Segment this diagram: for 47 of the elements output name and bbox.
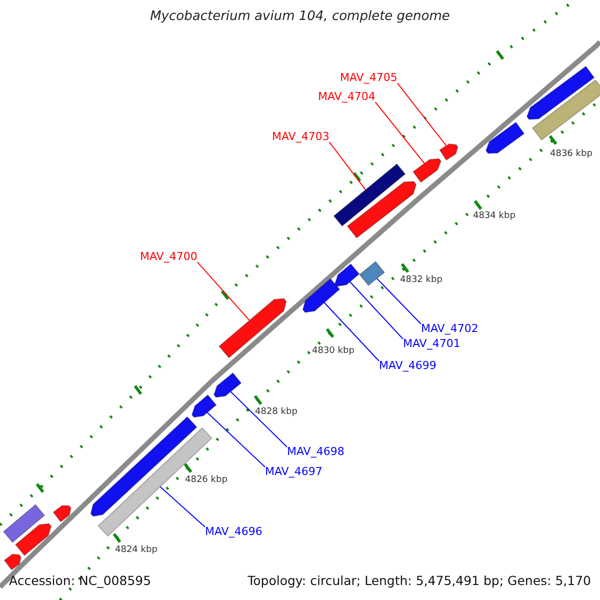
leader-line <box>206 412 266 468</box>
footer-text: Accession: NC_008595 <box>9 574 152 588</box>
scale-label: 4826 kbp <box>185 476 228 486</box>
gene-block <box>14 523 52 556</box>
leader-line <box>196 262 250 321</box>
gene-label: MAV_4701 <box>403 338 460 350</box>
gene-block <box>346 181 417 239</box>
leader-line <box>160 486 206 528</box>
leader-line <box>230 391 288 448</box>
gene-label: MAV_4697 <box>265 466 322 478</box>
title: Mycobacterium avium 104, complete genome <box>150 9 450 24</box>
gene-block <box>213 372 242 398</box>
gene-label: MAV_4702 <box>421 323 478 336</box>
leader-line <box>349 281 404 340</box>
scale-label: 4830 kbp <box>312 347 354 357</box>
scale-label: 4834 kbp <box>473 212 516 222</box>
feature-bar <box>2 504 46 544</box>
gene-block <box>334 263 360 287</box>
leader-line <box>376 278 422 324</box>
scale-label: 4832 kbp <box>400 276 442 286</box>
leader-line <box>396 82 447 146</box>
gene-label: MAV_4704 <box>318 91 376 104</box>
scale-label: 4828 kbp <box>255 408 298 418</box>
gene-block <box>439 143 458 161</box>
gene-label: MAV_4700 <box>140 251 198 264</box>
footer-text: Topology: circular; Length: 5,475,491 bp; Genes: 5,170 <box>248 574 591 588</box>
gene-block <box>191 394 217 418</box>
gene-label: MAV_4705 <box>340 72 398 84</box>
gene-block <box>485 122 525 154</box>
gene-label: MAV_4698 <box>287 446 344 458</box>
scale-label: 4836 kbp <box>550 150 592 160</box>
gene-label: MAV_4699 <box>379 360 436 372</box>
gene-block <box>526 66 595 120</box>
gene-block <box>302 278 340 313</box>
feature-bar <box>532 79 600 141</box>
gene-block <box>4 554 22 570</box>
leader-line <box>324 302 380 362</box>
leader-line <box>374 102 425 164</box>
leader-line <box>328 142 366 190</box>
scale-label: 4824 kbp <box>115 546 158 556</box>
gene-block <box>52 505 72 522</box>
feature-bar <box>358 260 386 286</box>
gene-block <box>412 158 442 183</box>
gene-label: MAV_4703 <box>272 131 330 144</box>
feature-bar <box>333 163 406 227</box>
gene-label: MAV_4696 <box>205 526 262 538</box>
gene-block <box>218 298 287 358</box>
